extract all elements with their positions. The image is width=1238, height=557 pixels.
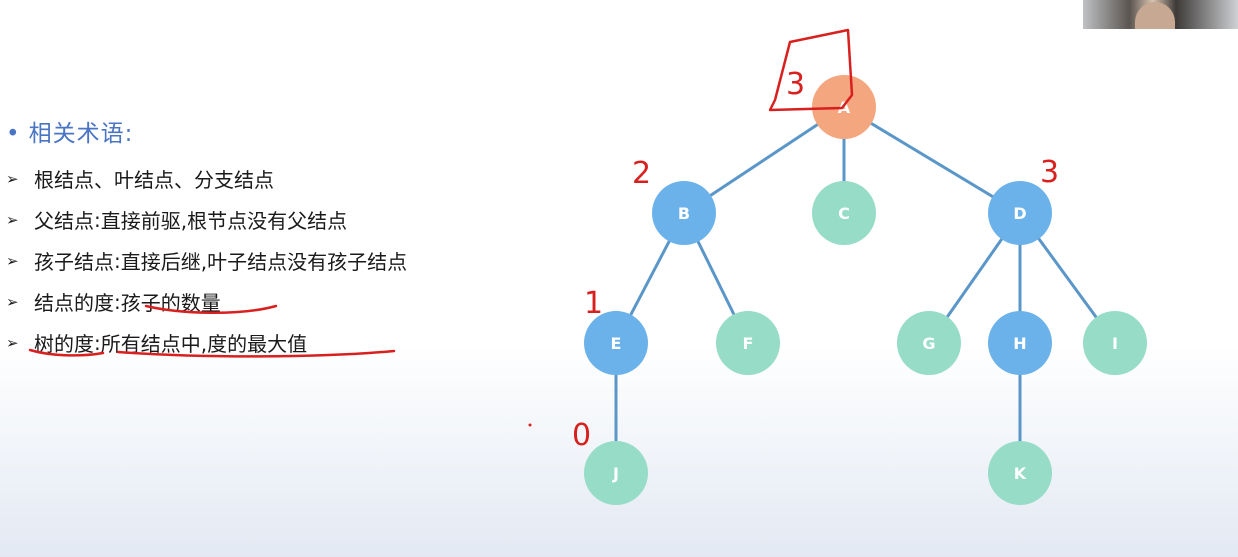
node-label-F: F <box>743 334 754 353</box>
node-label-D: D <box>1013 204 1026 223</box>
node-label-I: I <box>1112 334 1118 353</box>
node-label-B: B <box>678 204 690 223</box>
degree-annotation-J: 0 <box>572 418 591 453</box>
tree-node-I: I <box>1083 311 1147 375</box>
tree-node-F: F <box>716 311 780 375</box>
tree-node-G: G <box>897 311 961 375</box>
node-label-J: J <box>612 464 619 483</box>
handwritten-annotations: 3 2 3 1 0 <box>30 30 1059 453</box>
degree-annotation-D: 3 <box>1040 155 1059 190</box>
tree-node-B: B <box>652 181 716 245</box>
node-label-H: H <box>1013 334 1026 353</box>
tree-node-D: D <box>988 181 1052 245</box>
degree-annotation-B: 2 <box>632 156 651 191</box>
node-label-C: C <box>838 204 850 223</box>
node-label-K: K <box>1014 464 1027 483</box>
underline-child-count <box>146 306 276 313</box>
degree-annotation-A: 3 <box>786 67 805 102</box>
stray-dot <box>529 424 532 427</box>
degree-annotation-E: 1 <box>584 286 603 321</box>
tree-node-C: C <box>812 181 876 245</box>
node-label-G: G <box>922 334 935 353</box>
tree-node-J: J <box>584 441 648 505</box>
node-label-E: E <box>611 334 622 353</box>
tree-node-H: H <box>988 311 1052 375</box>
tree-node-K: K <box>988 441 1052 505</box>
underline-tree-degree <box>30 350 103 355</box>
underline-max-degree <box>118 351 394 356</box>
